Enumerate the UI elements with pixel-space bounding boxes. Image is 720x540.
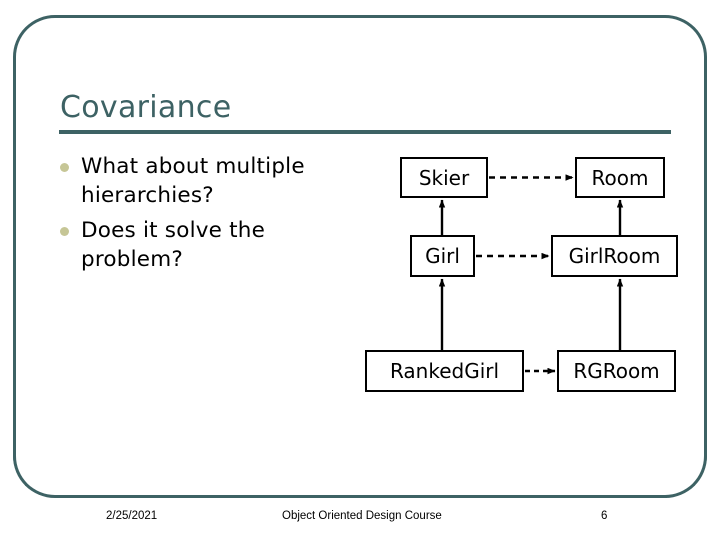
page-title: Covariance bbox=[60, 90, 232, 125]
diagram-node-girl[interactable]: Girl bbox=[410, 235, 475, 277]
bullet-text: Does it solve the problem? bbox=[81, 218, 266, 272]
diagram-node-room[interactable]: Room bbox=[575, 157, 665, 198]
list-item: Does it solve the problem? bbox=[60, 216, 370, 274]
frame-mask bbox=[16, 400, 704, 495]
bullet-list: What about multiple hierarchies? Does it… bbox=[60, 152, 370, 280]
footer-course-title: Object Oriented Design Course bbox=[282, 510, 442, 522]
bullet-dot-icon bbox=[60, 163, 69, 172]
bullet-text: What about multiple hierarchies? bbox=[81, 154, 305, 208]
class-hierarchy-diagram: Skier Room Girl GirlRoom RankedGirl RGRo… bbox=[355, 150, 690, 405]
footer-date: 2/25/2021 bbox=[106, 510, 158, 522]
diagram-node-girlroom[interactable]: GirlRoom bbox=[551, 235, 678, 277]
diagram-node-rgroom[interactable]: RGRoom bbox=[557, 350, 676, 392]
diagram-edges bbox=[438, 174, 624, 375]
list-item: What about multiple hierarchies? bbox=[60, 152, 370, 210]
diagram-node-skier[interactable]: Skier bbox=[400, 157, 488, 198]
bullet-dot-icon bbox=[60, 227, 69, 236]
title-underline-rule bbox=[59, 130, 671, 134]
diagram-node-rankedgirl[interactable]: RankedGirl bbox=[365, 350, 524, 392]
frame-bottom-rule bbox=[57, 495, 667, 498]
footer-page-number: 6 bbox=[601, 510, 608, 522]
